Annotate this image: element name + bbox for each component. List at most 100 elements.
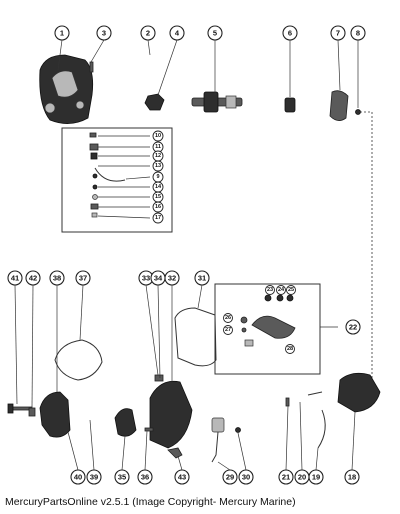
callout-part-20: 20 <box>294 469 310 485</box>
callout-part-12: 12 <box>152 150 164 162</box>
callout-label-43: 43 <box>178 473 186 482</box>
callout-part-7: 7 <box>330 25 346 41</box>
part-bearing <box>284 97 296 113</box>
callout-part-19: 19 <box>308 469 324 485</box>
leader-line-4 <box>157 39 178 96</box>
leader-line-1 <box>57 39 63 71</box>
leader-line-35 <box>121 435 126 471</box>
leader-line-29 <box>217 461 231 471</box>
part-gasket-square <box>174 307 217 367</box>
callout-label-40: 40 <box>74 473 82 482</box>
callout-label-29: 29 <box>226 473 234 482</box>
callout-label-6: 6 <box>288 29 292 38</box>
callout-label-2: 2 <box>146 29 150 38</box>
callout-label-3: 3 <box>102 29 106 38</box>
leader-line-20 <box>299 401 303 471</box>
callout-part-5: 5 <box>207 25 223 41</box>
leader-line-31 <box>197 284 203 309</box>
callout-part-30: 30 <box>238 469 254 485</box>
connector-line <box>360 111 373 385</box>
callout-part-4: 4 <box>169 25 185 41</box>
part-sender <box>211 417 241 463</box>
part-impeller <box>114 408 137 437</box>
part-pin-small <box>285 397 290 407</box>
callout-part-21: 21 <box>278 469 294 485</box>
callout-part-14: 14 <box>152 181 164 193</box>
leader-line-2 <box>147 39 151 56</box>
callout-label-42: 42 <box>29 274 37 283</box>
callout-part-16: 16 <box>152 201 164 213</box>
leader-line-21 <box>285 405 289 471</box>
callout-part-25: 25 <box>286 285 296 295</box>
callout-label-18: 18 <box>348 473 356 482</box>
callout-label-10: 10 <box>155 133 161 139</box>
callout-part-41: 41 <box>7 270 23 286</box>
callout-part-24: 24 <box>276 285 286 295</box>
inset-box-top <box>61 127 173 233</box>
callout-part-42: 42 <box>25 270 41 286</box>
callout-label-31: 31 <box>198 274 206 283</box>
callout-label-5: 5 <box>213 29 217 38</box>
callout-part-28: 28 <box>285 344 295 354</box>
callout-label-11: 11 <box>155 144 161 150</box>
part-fitting <box>144 427 154 432</box>
callout-label-23: 23 <box>267 287 273 293</box>
part-gasket-round <box>54 339 103 381</box>
part-bolt-long <box>7 403 33 414</box>
callout-part-11: 11 <box>152 141 164 153</box>
part-drive-shaft <box>191 91 243 113</box>
callout-part-22: 22 <box>345 319 361 335</box>
part-elbow <box>167 447 183 459</box>
callout-label-9: 9 <box>156 174 159 180</box>
part-bracket <box>329 90 349 121</box>
callout-part-39: 39 <box>86 469 102 485</box>
part-washer <box>28 407 36 417</box>
part-pump-housing <box>39 391 71 438</box>
leader-line-37 <box>79 284 84 341</box>
callout-label-17: 17 <box>155 215 161 221</box>
leader-line-43 <box>177 455 183 471</box>
callout-label-32: 32 <box>168 274 176 283</box>
callout-label-8: 8 <box>356 29 360 38</box>
callout-label-12: 12 <box>155 153 161 159</box>
leader-line-40 <box>67 431 79 471</box>
callout-part-13: 13 <box>152 160 164 172</box>
leader-line-7 <box>337 39 341 91</box>
callout-label-35: 35 <box>118 473 126 482</box>
callout-label-1: 1 <box>60 29 64 38</box>
callout-part-31: 31 <box>194 270 210 286</box>
callout-part-9: 9 <box>152 171 164 183</box>
callout-label-30: 30 <box>242 473 250 482</box>
callout-label-37: 37 <box>79 274 87 283</box>
callout-part-3: 3 <box>96 25 112 41</box>
callout-part-40: 40 <box>70 469 86 485</box>
callout-label-13: 13 <box>155 163 161 169</box>
callout-label-36: 36 <box>141 473 149 482</box>
part-cover <box>149 380 193 449</box>
callout-label-14: 14 <box>155 184 162 190</box>
leader-line-39 <box>89 419 95 471</box>
callout-part-36: 36 <box>137 469 153 485</box>
footer-caption: MercuryPartsOnline v2.5.1 (Image Copyrig… <box>5 496 296 508</box>
leader-line-3 <box>90 39 105 63</box>
callout-label-41: 41 <box>11 274 19 283</box>
callout-part-35: 35 <box>114 469 130 485</box>
callout-part-18: 18 <box>344 469 360 485</box>
callout-label-38: 38 <box>53 274 61 283</box>
callout-label-21: 21 <box>282 473 290 482</box>
leader-line-19 <box>315 447 319 471</box>
callout-part-29: 29 <box>222 469 238 485</box>
inset-box-right <box>214 283 338 375</box>
callout-part-38: 38 <box>49 270 65 286</box>
part-nut <box>144 93 165 111</box>
callout-part-32: 32 <box>164 270 180 286</box>
callout-label-20: 20 <box>298 473 306 482</box>
leader-line-41 <box>14 284 18 405</box>
callout-label-4: 4 <box>175 29 180 38</box>
callout-label-27: 27 <box>225 327 231 333</box>
part-cover-screw <box>154 374 164 382</box>
callout-label-19: 19 <box>312 473 320 482</box>
callout-part-37: 37 <box>75 270 91 286</box>
callout-part-1: 1 <box>54 25 70 41</box>
